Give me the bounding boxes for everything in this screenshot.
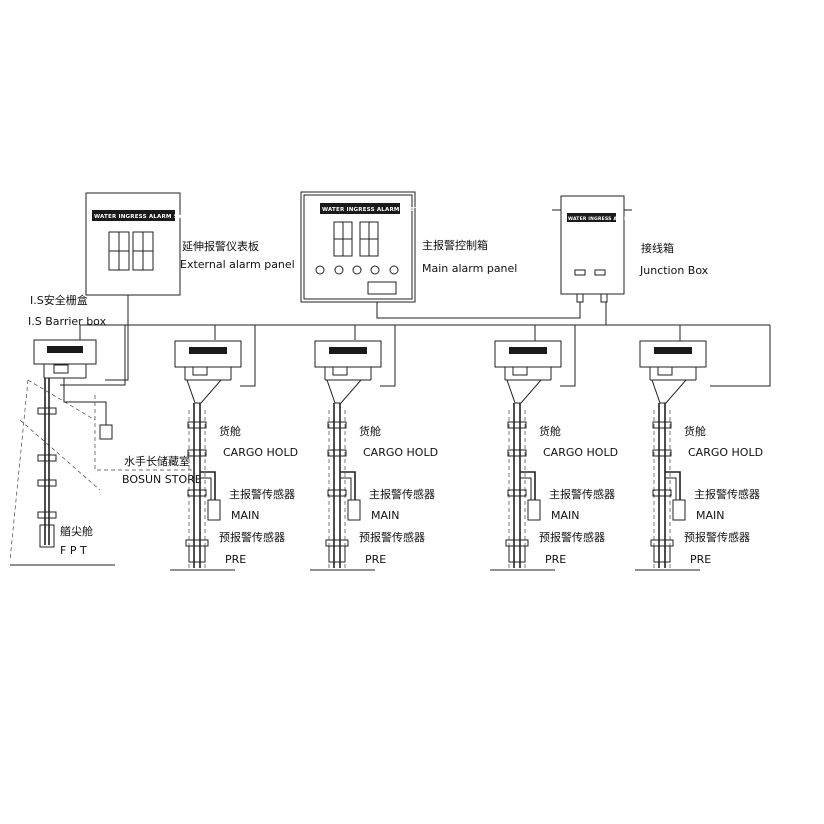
- cargo-hold-label-en: CARGO HOLD: [223, 446, 298, 459]
- is-barrier-box: [33, 339, 97, 379]
- bosun-store-label-cn: 水手长储藏室: [124, 454, 190, 468]
- junction-box-label-en: Junction Box: [639, 264, 709, 277]
- pre-sensor-label-cn: 预报警传感器: [539, 530, 605, 544]
- pre-sensor-label-en: PRE: [690, 553, 711, 566]
- junction-box: WATER INGRESS ALARM SYSTEM: [552, 195, 656, 303]
- main-sensor-label-cn: 主报警传感器: [229, 487, 295, 501]
- main-panel-label-en: Main alarm panel: [422, 262, 517, 275]
- junction-box-label-cn: 接线箱: [641, 241, 674, 255]
- cargo-hold-label-cn: 货舱: [684, 424, 706, 438]
- fpt-sensor-string: [9, 378, 115, 566]
- cargo-hold-label-en: CARGO HOLD: [688, 446, 763, 459]
- pre-sensor-label-cn: 预报警传感器: [219, 530, 285, 544]
- main-sensor-label-en: MAIN: [231, 509, 260, 522]
- cargo-hold-label-en: CARGO HOLD: [363, 446, 438, 459]
- cargo-hold-group: 货舱 CARGO HOLD 主报警传感器 MAIN 预报警传感器 PRE: [170, 340, 298, 571]
- main-panel-label-cn: 主报警控制箱: [422, 238, 488, 252]
- external-alarm-panel: WATER INGRESS ALARM SYSTEM: [85, 192, 200, 296]
- junction-box-tag: WATER INGRESS ALARM SYSTEM: [568, 216, 656, 222]
- pre-sensor-label-cn: 预报警传感器: [684, 530, 750, 544]
- bosun-store-sensor: [63, 378, 195, 471]
- cargo-hold-label-cn: 货舱: [219, 424, 241, 438]
- main-sensor-label-en: MAIN: [696, 509, 725, 522]
- pre-sensor-label-cn: 预报警传感器: [359, 530, 425, 544]
- cargo-hold-group: 货舱 CARGO HOLD 主报警传感器 MAIN 预报警传感器 PRE: [310, 340, 438, 571]
- external-panel-label-en: External alarm panel: [180, 258, 295, 271]
- bosun-store-label-en: BOSUN STORE: [122, 473, 202, 486]
- cargo-hold-label-cn: 货舱: [359, 424, 381, 438]
- main-sensor-label-en: MAIN: [371, 509, 400, 522]
- main-sensor-label-cn: 主报警传感器: [369, 487, 435, 501]
- main-panel-tag: WATER INGRESS ALARM SYSTEM: [322, 207, 428, 213]
- fpt-label-en: F P T: [60, 544, 87, 557]
- pre-sensor-label-en: PRE: [365, 553, 386, 566]
- main-sensor-label-cn: 主报警传感器: [549, 487, 615, 501]
- barrier-box-label-cn: I.S安全栅盒: [30, 293, 88, 307]
- cargo-hold-groups: 货舱 CARGO HOLD 主报警传感器 MAIN 预报警传感器 PRE 货舱 CARGO H…: [170, 340, 763, 571]
- pre-sensor-label-en: PRE: [545, 553, 566, 566]
- main-sensor-label-en: MAIN: [551, 509, 580, 522]
- barrier-box-label-en: I.S Barrier box: [28, 315, 107, 328]
- fpt-label-cn: 艏尖舱: [60, 524, 93, 538]
- cargo-hold-group: 货舱 CARGO HOLD 主报警传感器 MAIN 预报警传感器 PRE: [490, 340, 618, 571]
- cargo-hold-label-cn: 货舱: [539, 424, 561, 438]
- external-panel-tag: WATER INGRESS ALARM SYSTEM: [94, 214, 200, 220]
- main-sensor-label-cn: 主报警传感器: [694, 487, 760, 501]
- cargo-hold-label-en: CARGO HOLD: [543, 446, 618, 459]
- cable-network: [60, 295, 771, 387]
- external-panel-label-cn: 延伸报警仪表板: [182, 239, 259, 253]
- cargo-hold-group: 货舱 CARGO HOLD 主报警传感器 MAIN 预报警传感器 PRE: [635, 340, 763, 571]
- pre-sensor-label-en: PRE: [225, 553, 246, 566]
- main-alarm-panel: WATER INGRESS ALARM SYSTEM: [300, 191, 428, 303]
